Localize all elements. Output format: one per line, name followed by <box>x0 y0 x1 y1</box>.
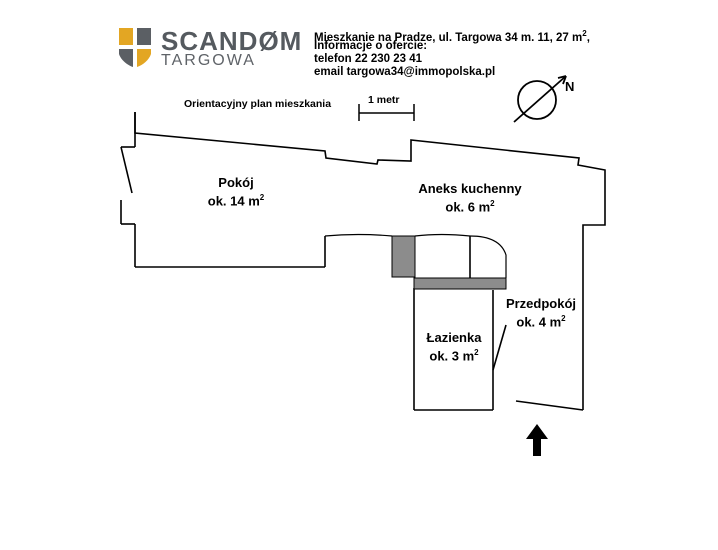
compass-icon <box>513 75 567 123</box>
shield-logo-icon <box>119 28 151 67</box>
scale-label: 1 metr <box>368 94 400 106</box>
offer-info: Mieszkanie na Pradze, ul. Targowa 34 m. … <box>314 27 590 79</box>
offer-line-phone: telefon 22 230 23 41 <box>314 53 423 65</box>
brand-sub: TARGOWA <box>161 52 256 69</box>
walls <box>120 112 606 411</box>
offer-line-email: email targowa34@immopolska.pl <box>314 66 496 78</box>
brand-logo: SCANDØM TARGOWA <box>117 26 301 72</box>
counter-fixture <box>413 277 507 290</box>
offer-line-info: Informacje o ofercie: <box>314 40 428 52</box>
room-przedpokoj: Przedpokój ok. 4 m2 <box>505 296 577 330</box>
column-fixture <box>391 235 416 278</box>
room-aneks-kuchenny: Aneks kuchenny ok. 6 m2 <box>418 181 522 215</box>
room-lazienka: Łazienka ok. 3 m2 <box>426 330 482 364</box>
north-label: N <box>565 79 575 94</box>
offer-line-address: Mieszkanie na Pradze, ul. Targowa 34 m. … <box>314 29 590 44</box>
plan-title: Orientacyjny plan mieszkania <box>184 98 332 110</box>
room-pokoj: Pokój ok. 14 m2 <box>207 175 265 209</box>
brand-name: SCANDØM <box>161 26 303 56</box>
scale-bar <box>358 104 415 121</box>
arrow-up-icon <box>526 424 548 456</box>
